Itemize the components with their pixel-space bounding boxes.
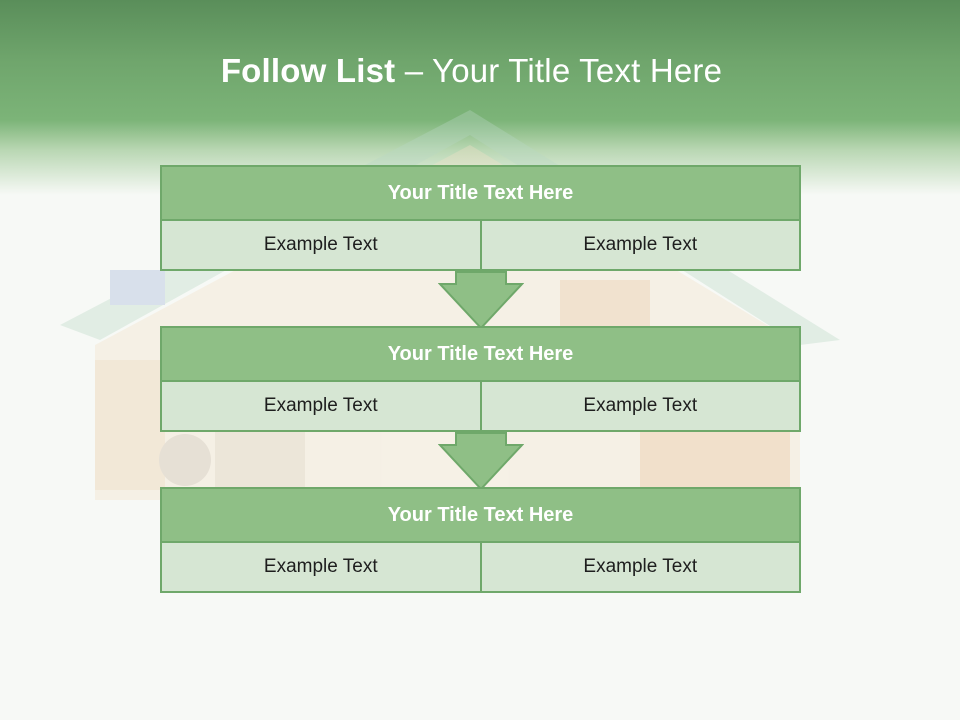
- step-cell-left: Example Text: [160, 221, 482, 271]
- step-cell-left: Example Text: [160, 382, 482, 432]
- step-box-3: Your Title Text Here Example Text Exampl…: [160, 487, 801, 593]
- step-cell-right: Example Text: [481, 382, 801, 432]
- step-row: Example Text Example Text: [160, 382, 801, 432]
- title-bold: Follow List: [220, 52, 396, 89]
- title-rest: – Your Title Text Here: [395, 52, 723, 89]
- step-box-1: Your Title Text Here Example Text Exampl…: [160, 165, 801, 271]
- step-row: Example Text Example Text: [160, 221, 801, 271]
- step-cell-right: Example Text: [481, 221, 801, 271]
- step-cell-left: Example Text: [160, 543, 482, 593]
- slide-title: Follow List – Your Title Text Here: [0, 52, 943, 90]
- down-arrow-icon: [438, 271, 524, 330]
- step-cell-right: Example Text: [481, 543, 801, 593]
- step-title: Your Title Text Here: [160, 487, 801, 543]
- step-title: Your Title Text Here: [160, 165, 801, 221]
- step-box-2: Your Title Text Here Example Text Exampl…: [160, 326, 801, 432]
- step-row: Example Text Example Text: [160, 543, 801, 593]
- step-title: Your Title Text Here: [160, 326, 801, 382]
- down-arrow-icon: [438, 432, 524, 491]
